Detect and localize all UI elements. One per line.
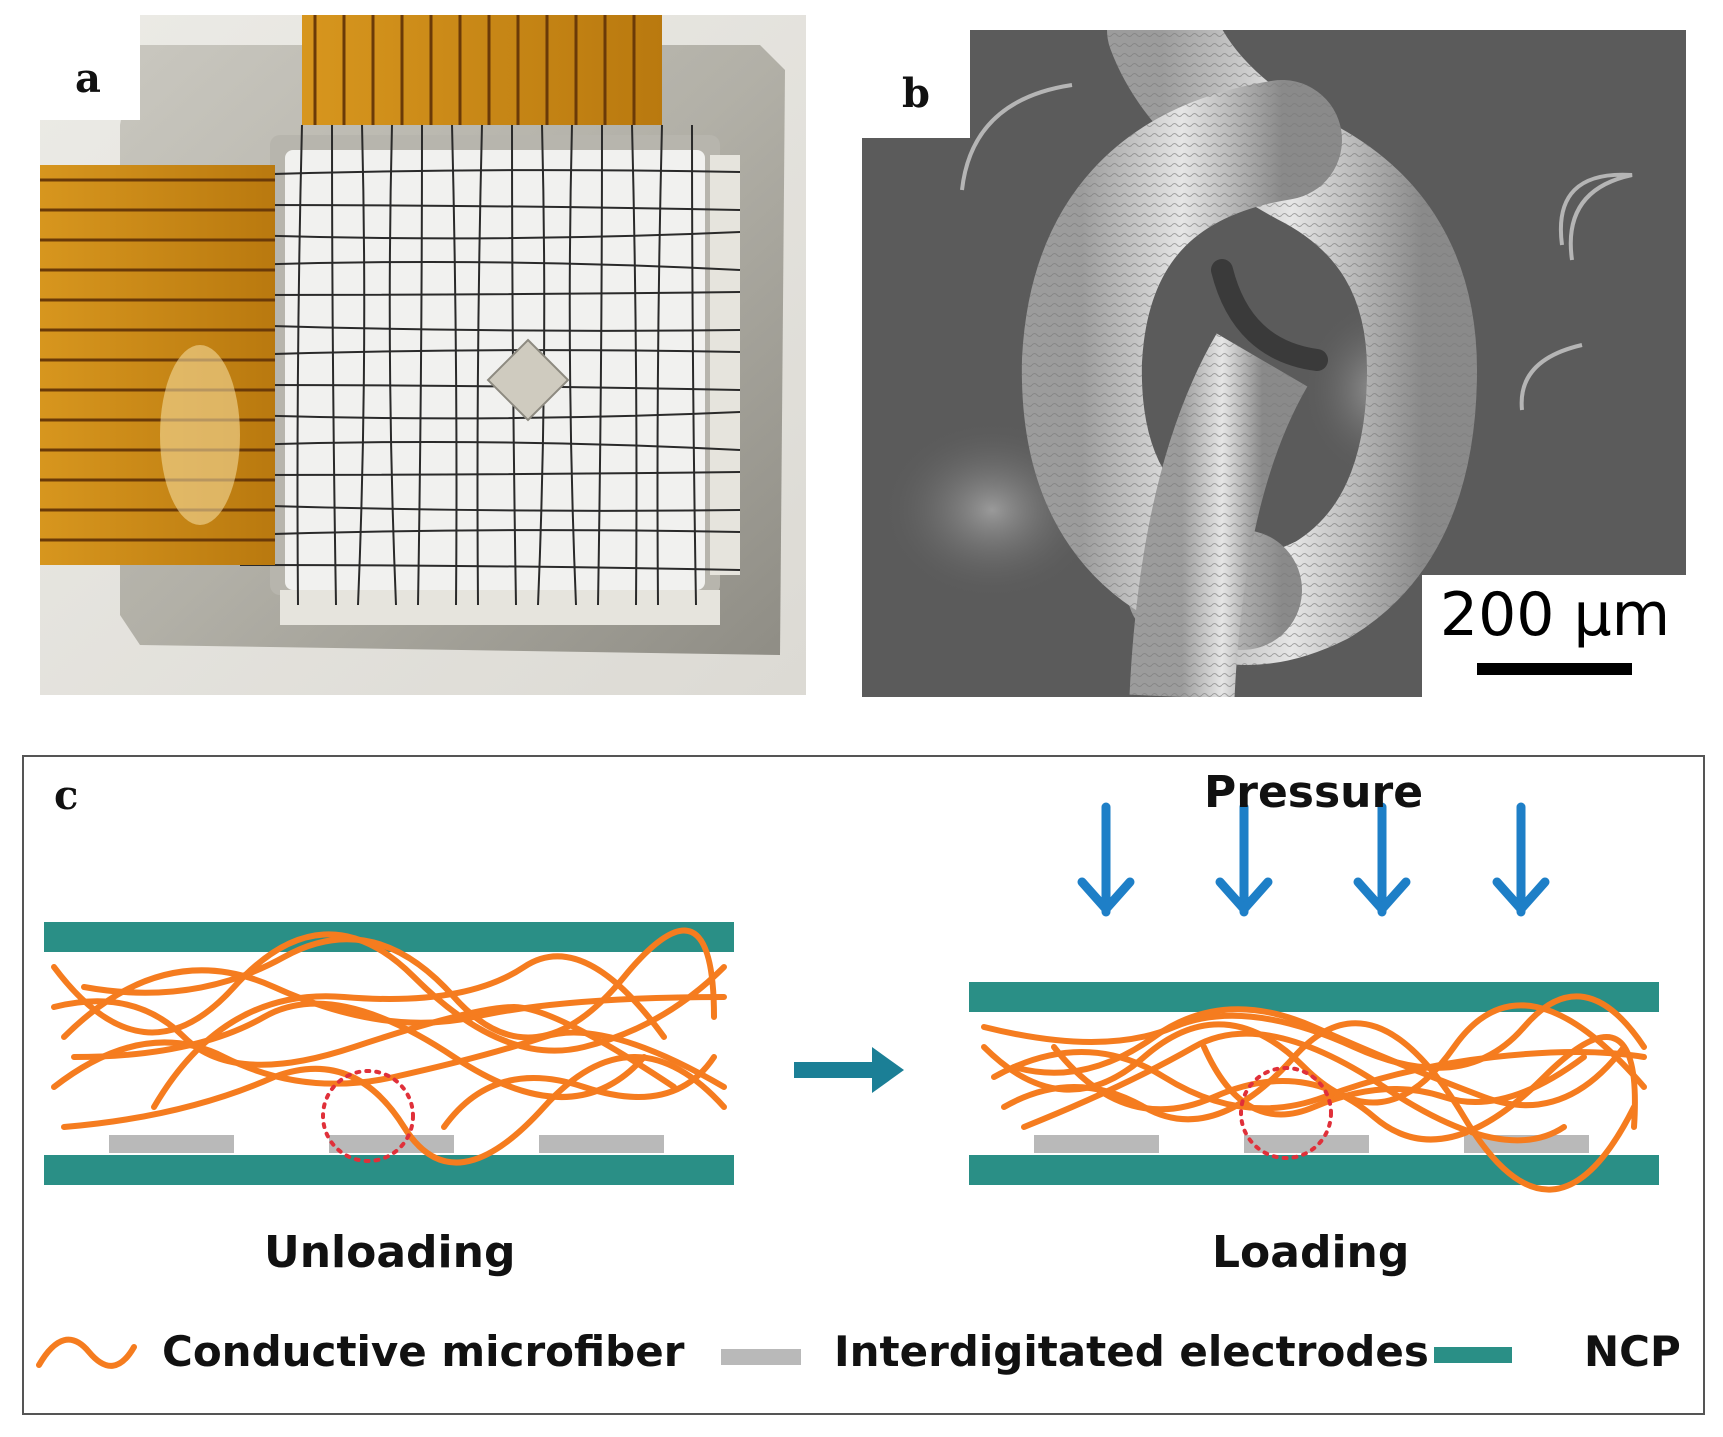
transition-arrow	[794, 1047, 904, 1093]
legend-label-conductive-microfiber: Conductive microfiber	[162, 1327, 685, 1376]
panel-b-sem-image	[862, 30, 1686, 697]
ncp-bottom-unloading	[44, 1155, 734, 1185]
pressure-arrows	[1077, 802, 1550, 917]
legend-label-interdigitated-electrodes: Interdigitated electrodes	[834, 1327, 1429, 1376]
contact-circle-loading	[1239, 1066, 1333, 1160]
loading-label: Loading	[1212, 1227, 1410, 1278]
gray-bar-icon	[721, 1349, 801, 1365]
panel-b-letter: b	[902, 70, 930, 117]
contact-circle-unloading	[321, 1069, 415, 1163]
electrode-loading-2	[1244, 1135, 1369, 1153]
electrode-unloading-2	[329, 1135, 454, 1153]
scale-bar-label: 200 µm	[1439, 580, 1671, 650]
panel-c-schematic: c Pressure Unloading Loading Conductive …	[22, 755, 1705, 1415]
fibers-unloading	[51, 927, 727, 1166]
electrode-unloading-3	[539, 1135, 664, 1153]
ncp-bottom-loading	[969, 1155, 1659, 1185]
ncp-top-loading	[969, 982, 1659, 1012]
pressure-label: Pressure	[1204, 767, 1424, 818]
legend-label-ncp: NCP	[1584, 1327, 1681, 1376]
teal-bar-icon	[1434, 1347, 1512, 1363]
electrode-unloading-1	[109, 1135, 234, 1153]
panel-a-letter: a	[75, 55, 101, 102]
panel-a-photo	[40, 15, 806, 695]
unloading-label: Unloading	[264, 1227, 516, 1278]
electrode-loading-1	[1034, 1135, 1159, 1153]
orange-wave-icon	[36, 1336, 137, 1369]
panel-c-letter: c	[54, 772, 79, 819]
fibers-loading	[981, 993, 1647, 1193]
